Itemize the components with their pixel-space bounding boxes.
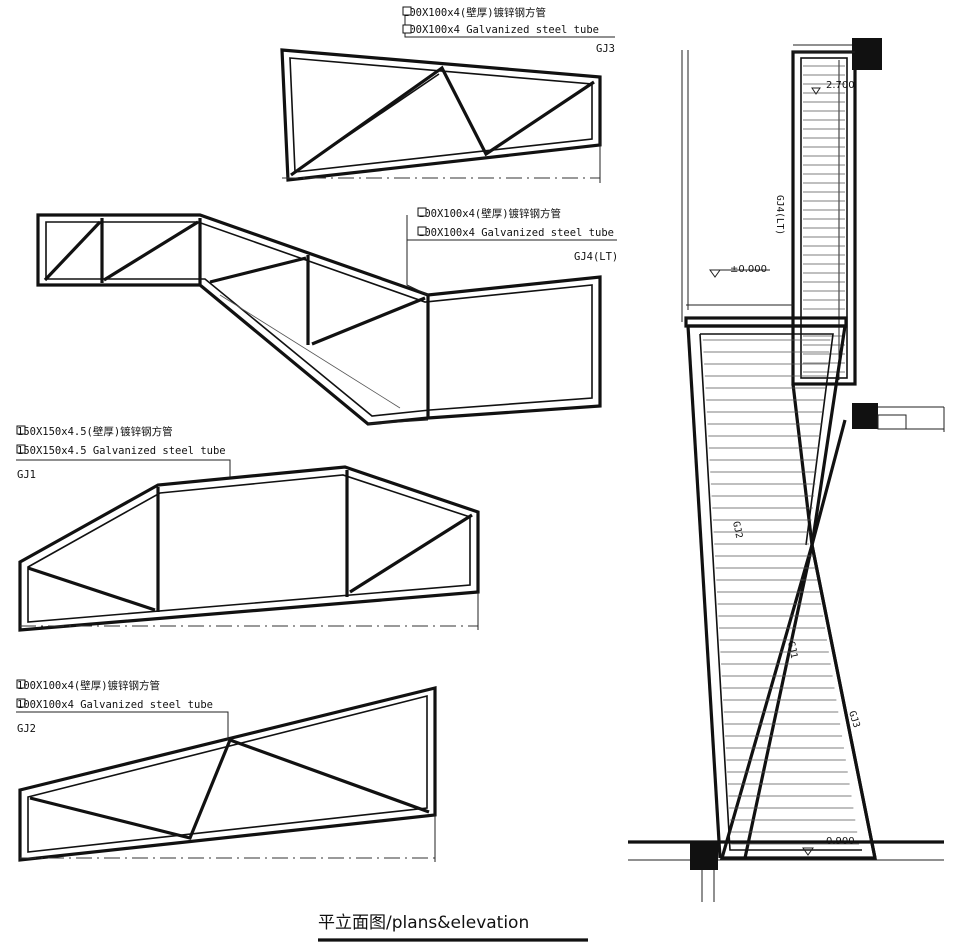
gj3-section-square-icon	[402, 6, 412, 16]
truss-gj2	[16, 685, 437, 862]
stair-elevation	[628, 38, 945, 902]
elev-tag-gj3: GJ3	[846, 710, 862, 730]
upper-stair-treads	[803, 65, 845, 373]
bottom-support-block	[690, 842, 718, 870]
top-support-block	[852, 38, 882, 70]
gj1-section-square-icon	[16, 425, 26, 435]
gj3-tag: GJ3	[596, 43, 615, 55]
truss-gj3	[280, 13, 615, 183]
gj3-section-square-icon-en	[402, 24, 412, 34]
gj1-spec-en: 150X150x4.5 Galvanized steel tube	[17, 445, 226, 457]
gj4-spec-cn: 100X100x4(壁厚)镀锌钢方管	[418, 207, 561, 220]
gj3-spec-cn: 100X100x4(壁厚)镀锌钢方管	[403, 6, 546, 19]
gj4-tag: GJ4(LT)	[574, 251, 618, 263]
level-zero: ±0.000	[730, 264, 767, 275]
gj2-spec-cn: 100X100x4(壁厚)镀锌钢方管	[17, 679, 160, 692]
elev-tag-gj1: GJ1	[785, 640, 799, 659]
gj4-section-square-icon	[417, 207, 427, 217]
gj1-tag: GJ1	[17, 469, 36, 481]
gj4-section-square-icon-en	[417, 226, 427, 236]
lower-stair-treads	[702, 339, 860, 845]
truss-gj1	[16, 459, 480, 632]
gj2-section-square-icon	[16, 679, 26, 689]
gj3-spec-en: 100X100x4 Galvanized steel tube	[403, 24, 599, 36]
gj1-section-square-icon-en	[16, 444, 26, 454]
elev-tag-gj2: GJ2	[730, 520, 744, 539]
elev-tag-gj4: GJ4(LT)	[774, 195, 785, 235]
gj1-spec-cn: 150X150x4.5(壁厚)镀锌钢方管	[17, 425, 173, 438]
level-bottom: 0.900	[826, 836, 855, 847]
mid-support-block	[852, 403, 878, 429]
gj2-tag: GJ2	[17, 723, 36, 735]
gj2-spec-en: 100X100x4 Galvanized steel tube	[17, 699, 213, 711]
truss-gj4	[36, 213, 617, 426]
drawing-title: 平立面图/plans&elevation	[318, 913, 529, 933]
gj2-section-square-icon-en	[16, 698, 26, 708]
level-top: 2.700	[826, 80, 855, 91]
gj4-spec-en: 100X100x4 Galvanized steel tube	[418, 227, 614, 239]
